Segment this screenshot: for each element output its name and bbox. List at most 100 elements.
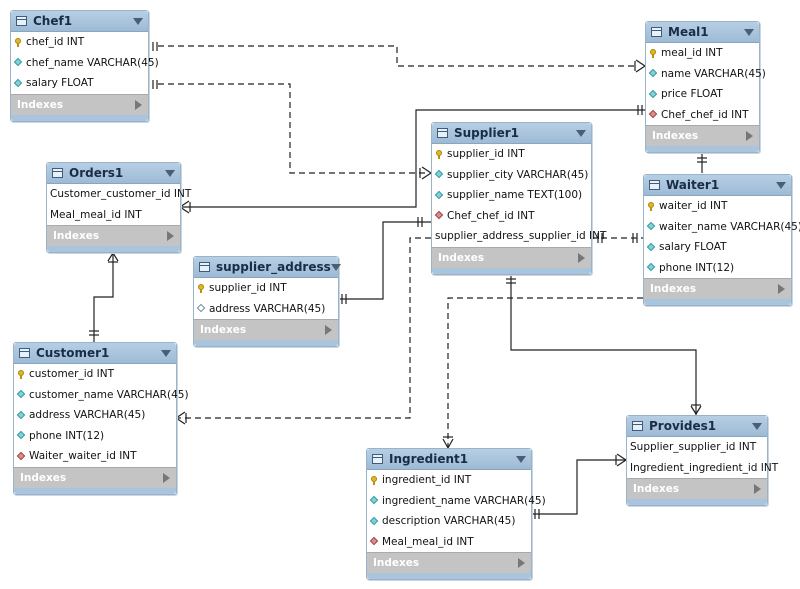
collapse-chevron-icon[interactable] xyxy=(330,263,341,271)
table-header[interactable]: Provides1 xyxy=(627,416,767,437)
table-footer xyxy=(11,114,148,121)
column-row[interactable]: Ingredient_ingredient_id INT xyxy=(627,458,778,479)
table-icon xyxy=(632,421,643,431)
expand-arrow-icon[interactable] xyxy=(746,131,753,141)
table-header[interactable]: Orders1 xyxy=(47,163,180,184)
indexes-label: Indexes xyxy=(650,283,697,295)
column-row[interactable]: name VARCHAR(45) xyxy=(646,64,766,85)
column-row[interactable]: chef_id INT xyxy=(11,32,148,53)
indexes-label: Indexes xyxy=(438,251,485,264)
column-row[interactable]: ingredient_name VARCHAR(45) xyxy=(367,491,546,512)
indexes-section[interactable]: Indexes xyxy=(644,278,791,299)
column-row[interactable]: customer_name VARCHAR(45) xyxy=(14,385,189,406)
primary-key-icon xyxy=(17,369,26,379)
column-label: customer_name VARCHAR(45) xyxy=(29,388,189,401)
collapse-chevron-icon[interactable] xyxy=(516,455,526,463)
indexes-section[interactable]: Indexes xyxy=(11,93,148,115)
column-row[interactable]: salary FLOAT xyxy=(644,237,791,258)
expand-arrow-icon[interactable] xyxy=(754,484,761,494)
column-label: salary FLOAT xyxy=(26,77,94,90)
indexes-section[interactable]: Indexes xyxy=(432,246,591,268)
collapse-chevron-icon[interactable] xyxy=(133,17,143,25)
column-row[interactable]: phone INT(12) xyxy=(14,426,176,447)
indexes-section[interactable]: Indexes xyxy=(367,552,531,573)
table-footer xyxy=(194,340,338,346)
collapse-chevron-icon[interactable] xyxy=(744,28,754,36)
indexes-section[interactable]: Indexes xyxy=(646,125,759,146)
column-row[interactable]: address VARCHAR(45) xyxy=(194,299,338,320)
collapse-chevron-icon[interactable] xyxy=(576,129,586,137)
expand-arrow-icon[interactable] xyxy=(135,99,142,110)
expand-arrow-icon[interactable] xyxy=(167,231,174,241)
column-label: ingredient_name VARCHAR(45) xyxy=(382,494,546,507)
indexes-label: Indexes xyxy=(373,557,420,569)
table-meal1[interactable]: Meal1 meal_id INT name VARCHAR(45)price FL… xyxy=(645,21,766,153)
column-diamond-icon xyxy=(370,517,379,526)
column-row[interactable]: waiter_name VARCHAR(45) xyxy=(644,217,800,238)
expand-arrow-icon[interactable] xyxy=(778,284,785,294)
expand-arrow-icon[interactable] xyxy=(163,472,170,483)
column-row[interactable]: price FLOAT xyxy=(646,84,759,105)
column-row[interactable]: Customer_customer_id INT xyxy=(47,184,191,205)
column-row[interactable]: salary FLOAT xyxy=(11,73,148,94)
table-footer xyxy=(47,246,180,252)
column-row[interactable]: Supplier_supplier_id INT xyxy=(627,437,767,458)
primary-key-icon xyxy=(647,201,656,211)
table-header[interactable]: supplier_address xyxy=(194,257,341,278)
column-row[interactable]: address VARCHAR(45) xyxy=(14,405,176,426)
column-row[interactable]: ingredient_id INT xyxy=(367,470,531,491)
column-row[interactable]: supplier_id INT xyxy=(194,278,338,299)
column-diamond-icon xyxy=(647,263,656,272)
column-row[interactable]: supplier_city VARCHAR(45) xyxy=(432,165,591,186)
table-header[interactable]: Waiter1 xyxy=(644,175,791,196)
column-label: meal_id INT xyxy=(661,47,723,60)
column-row[interactable]: supplier_address_supplier_id INT xyxy=(432,226,606,247)
column-row[interactable]: supplier_name TEXT(100) xyxy=(432,185,591,206)
column-row[interactable]: chef_name VARCHAR(45) xyxy=(11,53,159,74)
table-name: Provides1 xyxy=(649,419,717,433)
table-header[interactable]: Ingredient1 xyxy=(367,449,531,470)
column-label: chef_name VARCHAR(45) xyxy=(26,56,159,69)
indexes-section[interactable]: Indexes xyxy=(14,466,176,488)
table-header[interactable]: Customer1 xyxy=(14,343,176,364)
collapse-chevron-icon[interactable] xyxy=(752,422,762,430)
column-row[interactable]: description VARCHAR(45) xyxy=(367,511,531,532)
column-row[interactable]: Meal_meal_id INT xyxy=(367,532,531,553)
column-row[interactable]: Meal_meal_id INT xyxy=(47,205,180,226)
collapse-chevron-icon[interactable] xyxy=(161,349,171,357)
indexes-section[interactable]: Indexes xyxy=(47,225,180,246)
expand-arrow-icon[interactable] xyxy=(518,558,525,568)
table-header[interactable]: Chef1 xyxy=(11,11,148,32)
collapse-chevron-icon[interactable] xyxy=(776,181,786,189)
table-header[interactable]: Supplier1 xyxy=(432,123,591,144)
column-row[interactable]: Chef_chef_id INT xyxy=(646,105,759,126)
table-icon xyxy=(437,128,448,138)
indexes-section[interactable]: Indexes xyxy=(627,478,767,499)
expand-arrow-icon[interactable] xyxy=(578,252,585,263)
collapse-chevron-icon[interactable] xyxy=(165,169,175,177)
column-row[interactable]: meal_id INT xyxy=(646,43,759,64)
column-diamond-icon xyxy=(17,411,26,420)
column-row[interactable]: waiter_id INT xyxy=(644,196,791,217)
table-name: Waiter1 xyxy=(666,178,720,192)
relationship-chef1-meal1 xyxy=(158,45,637,67)
column-row[interactable]: phone INT(12) xyxy=(644,258,791,279)
indexes-section[interactable]: Indexes xyxy=(194,319,338,340)
column-label: description VARCHAR(45) xyxy=(382,515,516,528)
expand-arrow-icon[interactable] xyxy=(325,325,332,335)
column-row[interactable]: Waiter_waiter_id INT xyxy=(14,446,176,467)
primary-key-icon xyxy=(435,149,444,159)
column-row[interactable]: supplier_id INT xyxy=(432,144,591,165)
table-header[interactable]: Meal1 xyxy=(646,22,759,43)
column-row[interactable]: Chef_chef_id INT xyxy=(432,206,591,227)
column-row[interactable]: customer_id INT xyxy=(14,364,176,385)
